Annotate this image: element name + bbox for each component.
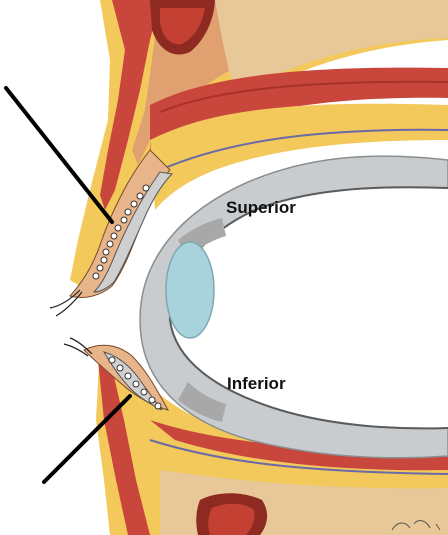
pointer-line-inferior bbox=[42, 394, 132, 484]
upper-orbital-tissue bbox=[70, 0, 448, 295]
upper-eyelid bbox=[49, 149, 174, 317]
label-inferior: Inferior bbox=[227, 374, 286, 393]
lower-orbital-tissue bbox=[96, 345, 448, 535]
label-superior: Superior bbox=[226, 198, 296, 217]
lower-eyelid bbox=[63, 337, 170, 411]
pointer-line-superior bbox=[4, 86, 114, 224]
lens bbox=[165, 241, 215, 339]
artist-signature-mark bbox=[391, 520, 441, 531]
